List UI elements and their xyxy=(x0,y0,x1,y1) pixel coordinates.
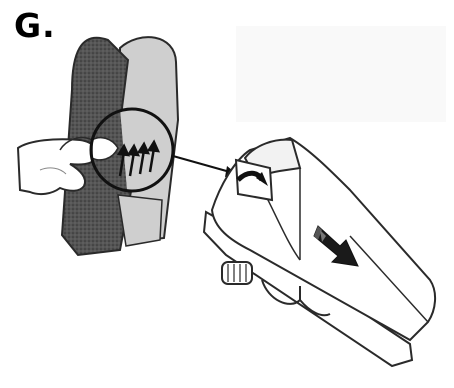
strap-lower-fold xyxy=(118,195,162,246)
knob xyxy=(222,262,252,284)
device xyxy=(204,138,435,366)
background-panel xyxy=(236,26,446,122)
